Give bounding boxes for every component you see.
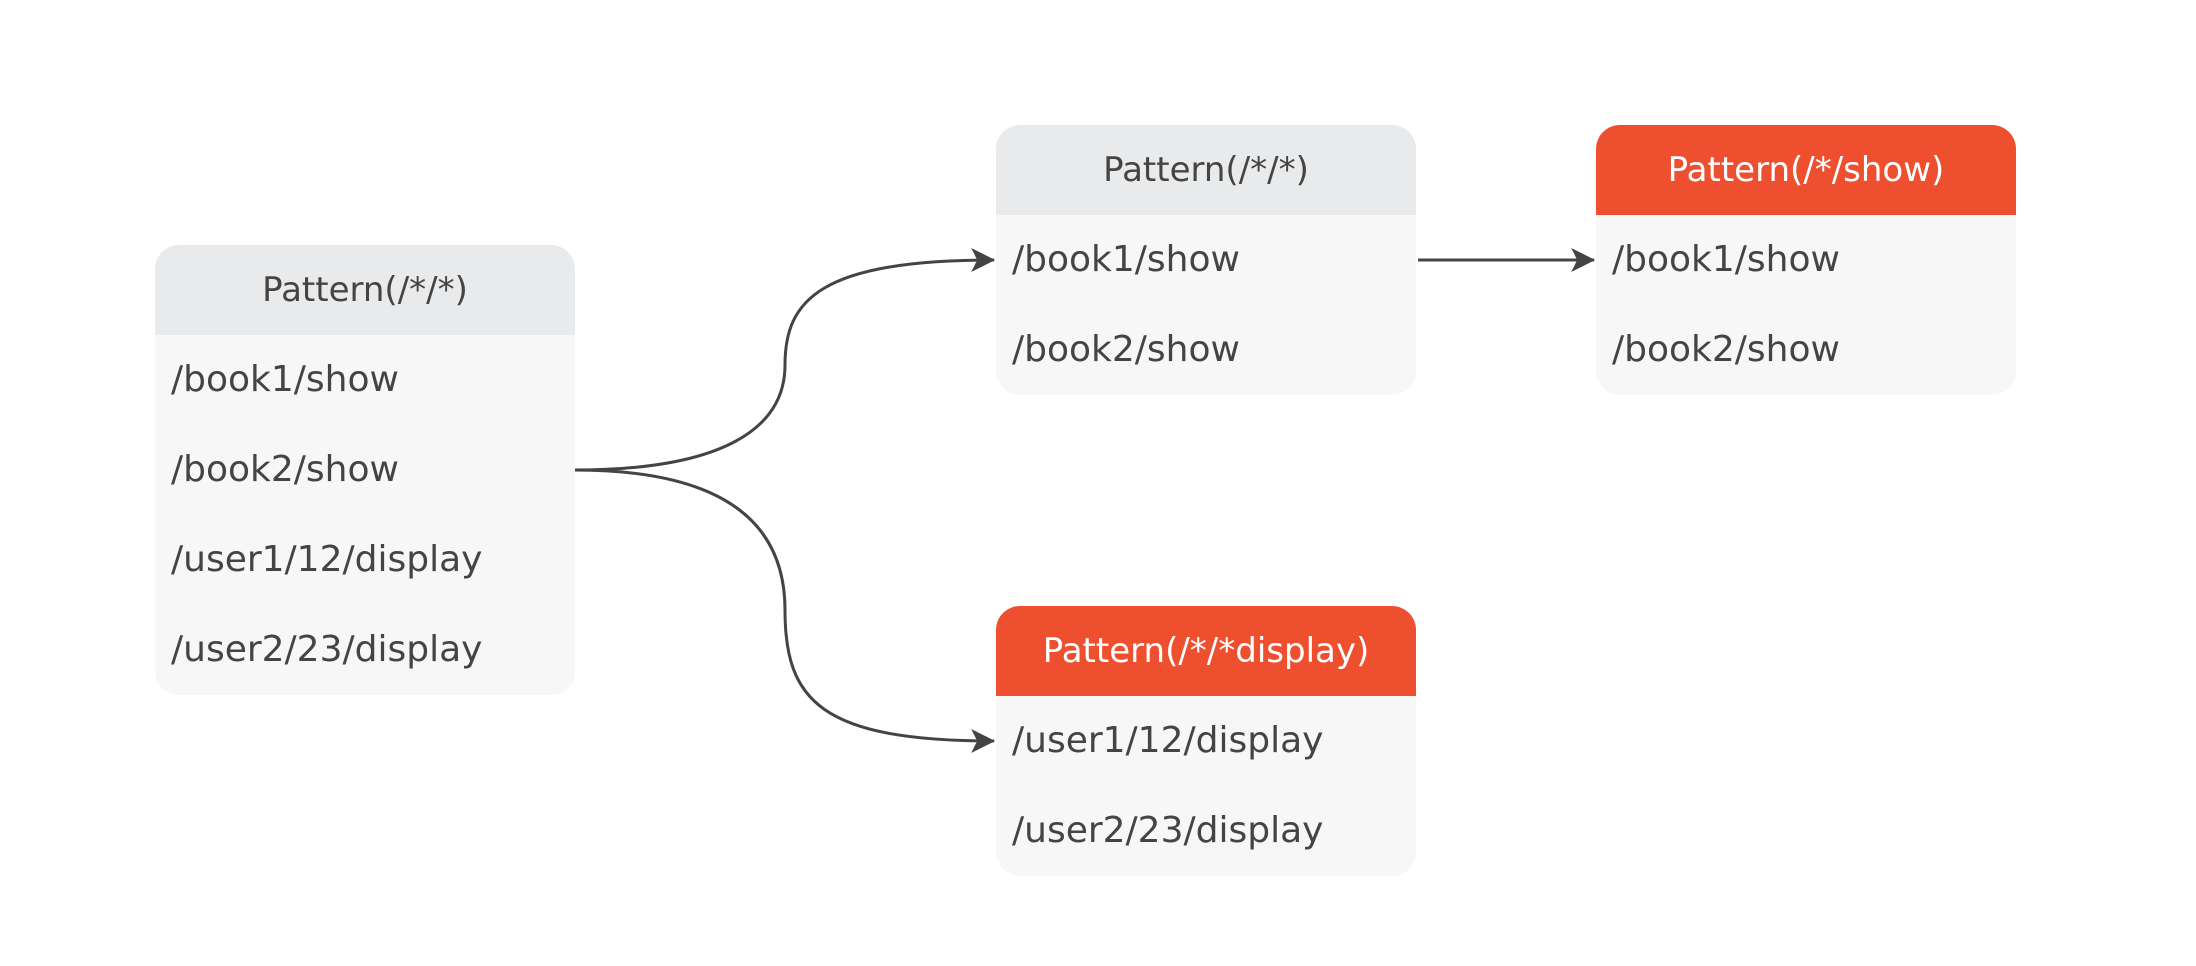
pattern-box-show-group: Pattern(/*/*) /book1/show /book2/show — [996, 125, 1416, 395]
path-item: /book1/show — [171, 359, 399, 400]
edge-root-to-display-result — [574, 468, 996, 753]
pattern-box-title: Pattern(/*/*display) — [996, 606, 1416, 696]
pattern-box-display-result: Pattern(/*/*display) /user1/12/display /… — [996, 606, 1416, 876]
path-item: /book1/show — [1012, 239, 1240, 280]
path-item: /user2/23/display — [171, 629, 483, 670]
path-item: /book2/show — [1012, 329, 1240, 370]
pattern-box-title: Pattern(/*/*) — [155, 245, 575, 335]
pattern-box-title: Pattern(/*/show) — [1596, 125, 2016, 215]
path-item: /user2/23/display — [1012, 810, 1324, 851]
path-item: /book2/show — [1612, 329, 1840, 370]
path-item: /book2/show — [171, 449, 399, 490]
path-item: /book1/show — [1612, 239, 1840, 280]
path-item: /user1/12/display — [171, 539, 483, 580]
pattern-box-root: Pattern(/*/*) /book1/show /book2/show /u… — [155, 245, 575, 695]
pattern-box-title: Pattern(/*/*) — [996, 125, 1416, 215]
edge-root-to-show-group — [574, 248, 996, 472]
pattern-box-show-result: Pattern(/*/show) /book1/show /book2/show — [1596, 125, 2016, 395]
path-item: /user1/12/display — [1012, 720, 1324, 761]
